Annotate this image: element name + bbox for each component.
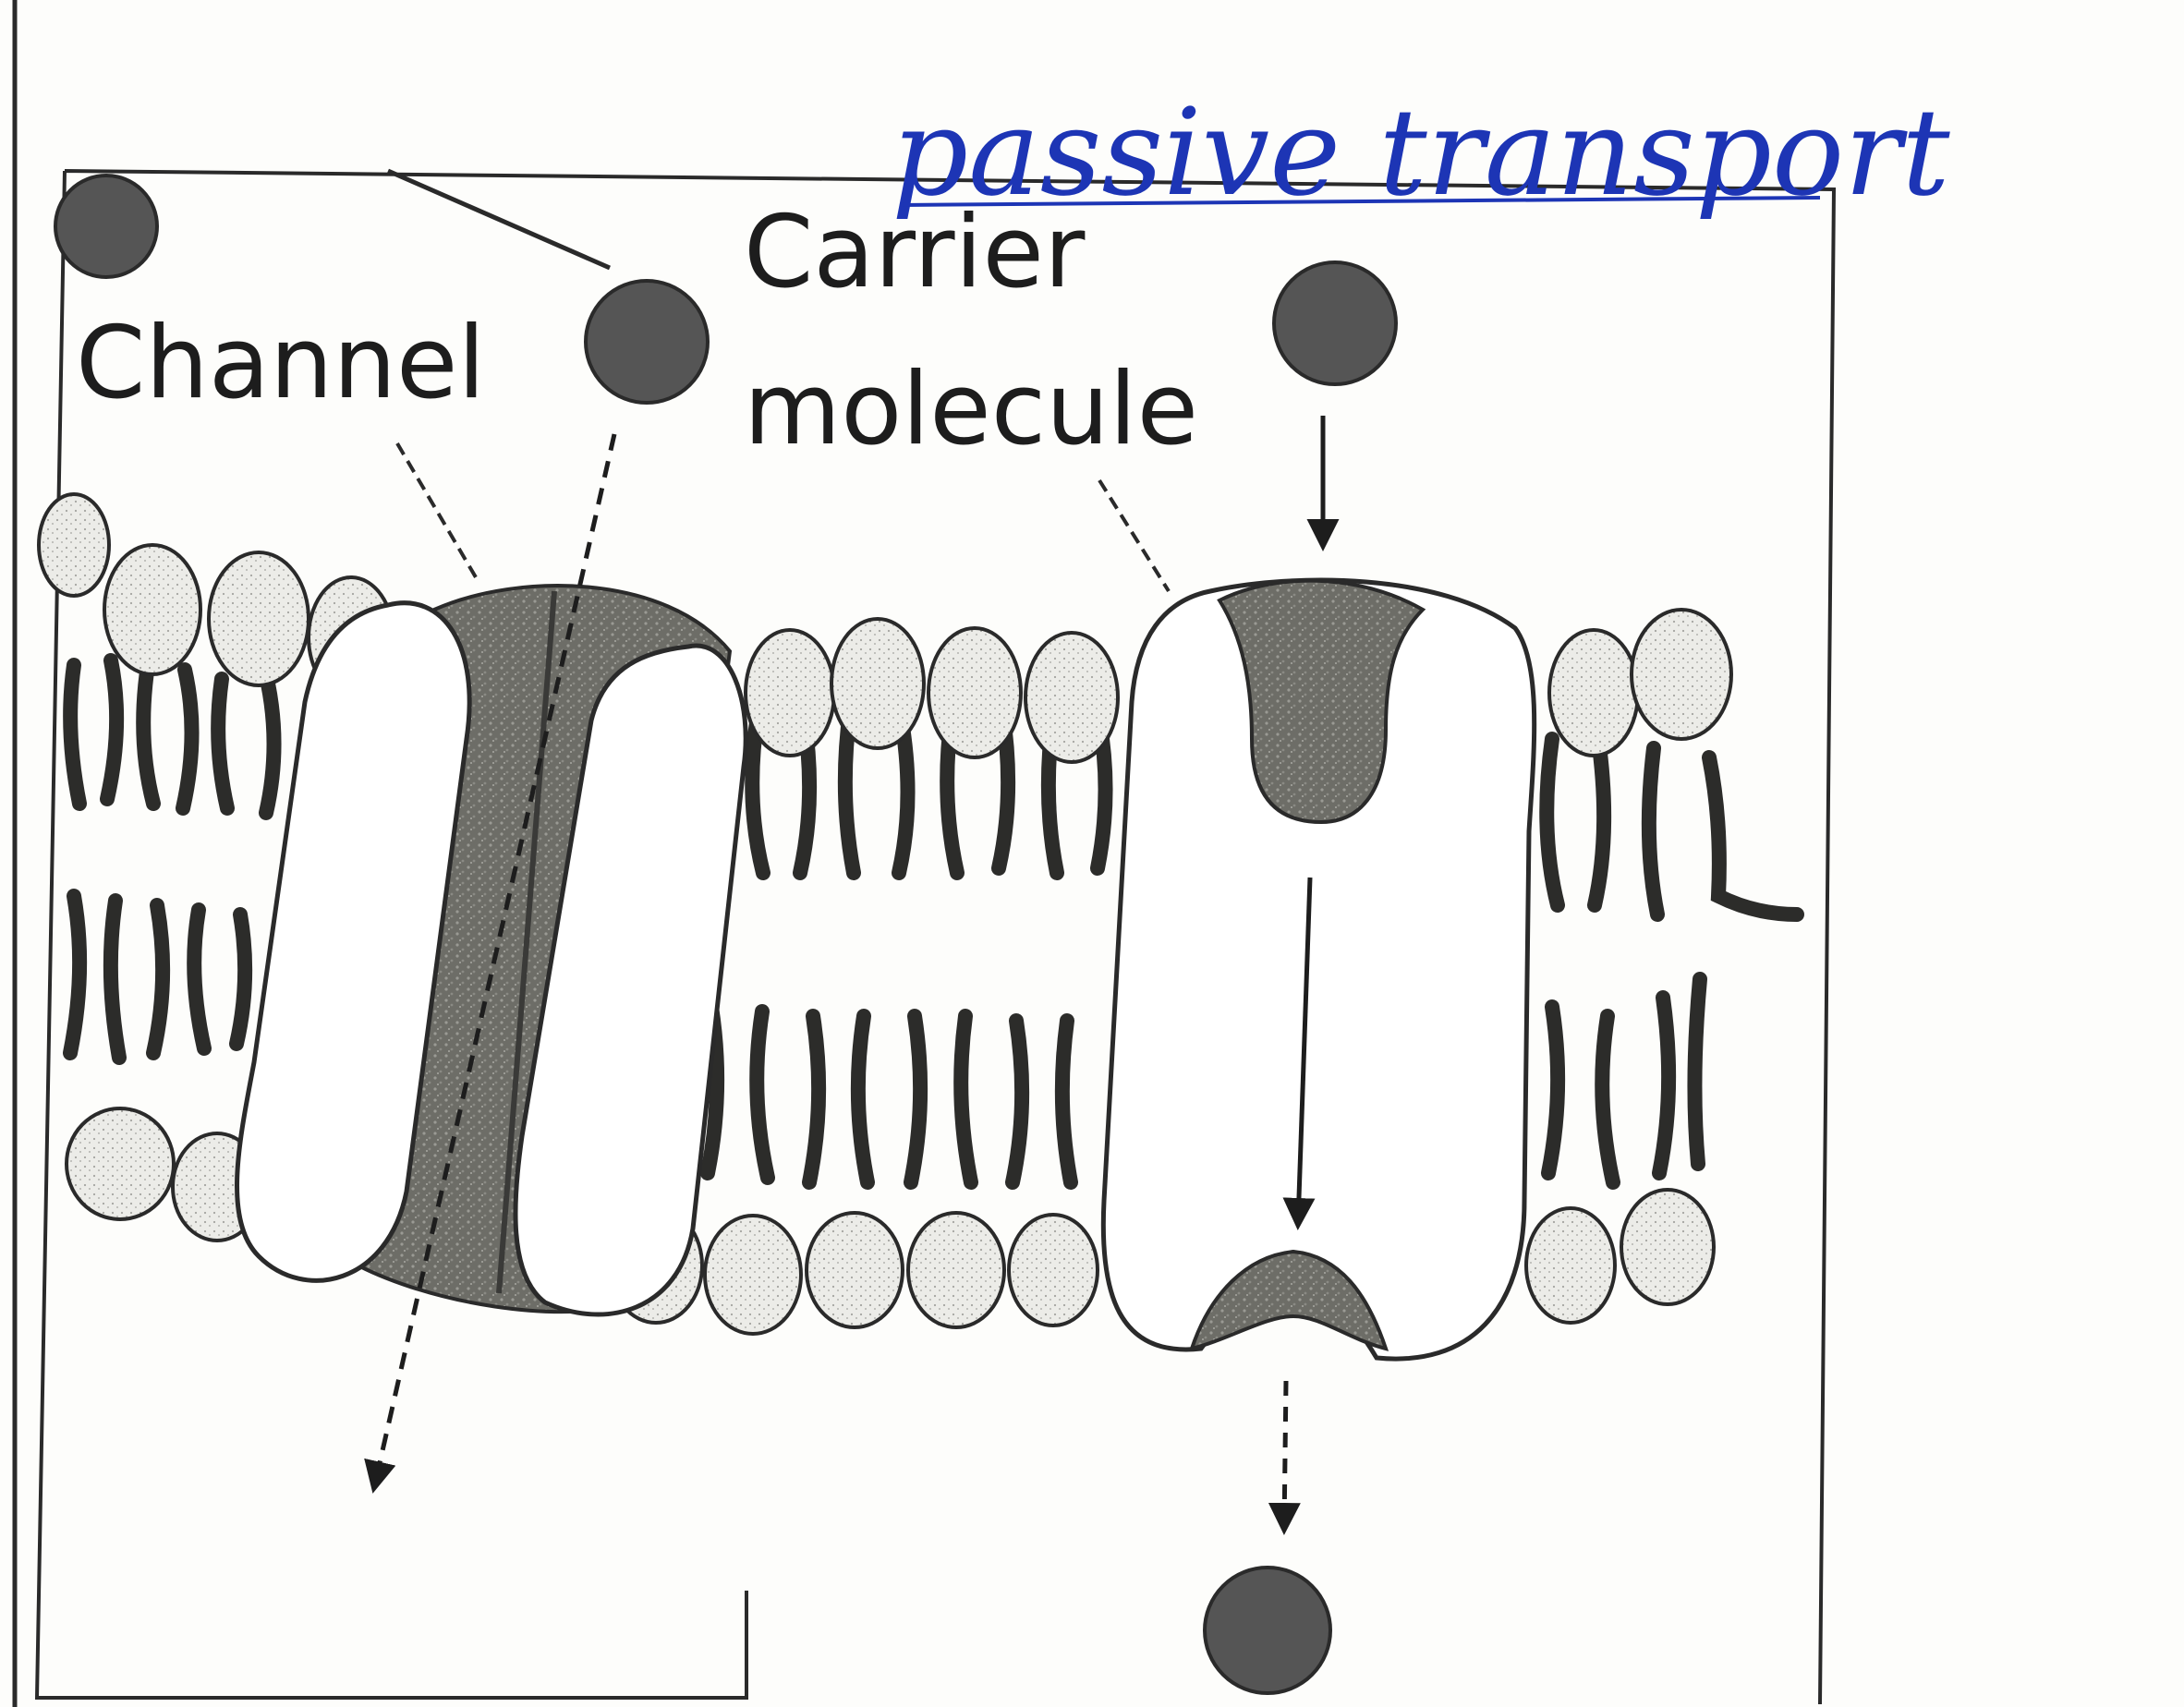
- channel-label: Channel: [76, 306, 485, 421]
- solute-particle-carrier-entry: [1274, 262, 1396, 384]
- corner-particle-leader: [388, 171, 610, 268]
- solute-particle-channel-entry: [586, 281, 708, 403]
- carrier-leader-line: [1099, 480, 1169, 591]
- solute-particle-corner: [55, 176, 157, 277]
- channel-protein: [237, 586, 746, 1314]
- solute-particle-carrier-exit: [1205, 1568, 1330, 1693]
- carrier-protein: [1103, 580, 1534, 1359]
- channel-leader-line: [397, 443, 476, 577]
- carrier-exit-arrow: [1284, 1381, 1286, 1529]
- carrier-label-line2: molecule: [744, 352, 1198, 467]
